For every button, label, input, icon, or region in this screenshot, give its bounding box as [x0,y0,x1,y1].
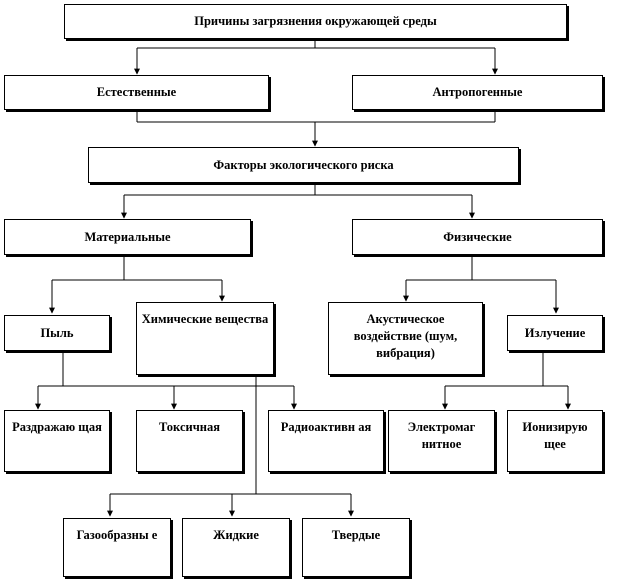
dust-label: Пыль [40,325,74,340]
ionizing-label: Ионизирую щее [522,420,588,451]
irritating-node: Раздражаю щая [4,410,110,472]
root-node: Причины загрязнения окружающей среды [64,4,567,39]
gaseous-label: Газообразны е [76,528,158,542]
acoustic-label: Акустическое воздействие (шум, вибрация) [353,312,458,360]
physical-node: Физические [352,219,603,255]
radioactive-label: Радиоактивн ая [280,420,372,434]
toxic-node: Токсичная [136,410,243,472]
gaseous-node: Газообразны е [63,518,171,577]
natural-node: Естественные [4,75,269,110]
material-node: Материальные [4,219,251,255]
toxic-label: Токсичная [159,420,220,434]
anthropogenic-node: Антропогенные [352,75,603,110]
radioactive-node: Радиоактивн ая [268,410,384,472]
solid-label: Твердые [331,528,381,542]
radiation-label: Излучение [524,325,586,340]
irritating-label: Раздражаю щая [12,420,102,434]
electromagnetic-node: Электромаг нитное [388,410,495,472]
root-label: Причины загрязнения окружающей среды [194,14,437,29]
dust-node: Пыль [4,315,110,351]
physical-label: Физические [443,229,512,244]
solid-node: Твердые [302,518,410,577]
acoustic-node: Акустическое воздействие (шум, вибрация) [328,302,483,375]
chemical-node: Химические вещества [136,302,274,375]
natural-label: Естественные [96,85,177,100]
material-label: Материальные [84,229,171,244]
electromagnetic-label: Электромаг нитное [407,420,476,451]
radiation-node: Излучение [507,315,603,351]
chemical-label: Химические вещества [141,312,269,326]
anthropogenic-label: Антропогенные [432,85,523,100]
liquid-label: Жидкие [213,528,259,542]
risk-factors-label: Факторы экологического риска [213,157,394,172]
liquid-node: Жидкие [182,518,290,577]
ionizing-node: Ионизирую щее [507,410,603,472]
risk-factors-node: Факторы экологического риска [88,147,519,183]
